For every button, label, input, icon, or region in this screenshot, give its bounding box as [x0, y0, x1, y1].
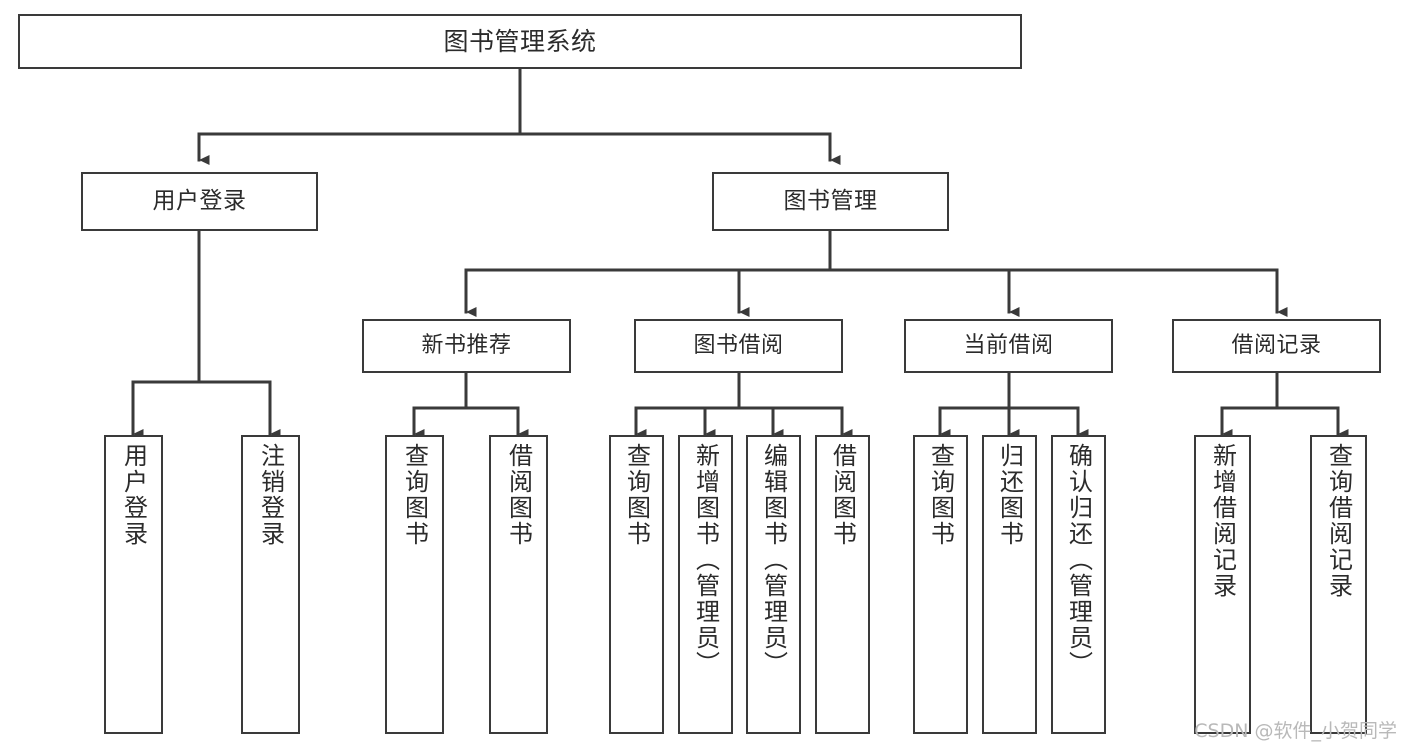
node-new-book-recommend-label: 新书推荐 [421, 332, 512, 358]
node-leaf-logout[interactable]: 注销登录 [241, 435, 300, 734]
node-leaf-return-book-label: 归还图书 [995, 443, 1024, 547]
node-leaf-return-book[interactable]: 归还图书 [982, 435, 1037, 734]
csdn-watermark: CSDN @软件_小贺同学 [1194, 720, 1397, 742]
node-leaf-query-book-1[interactable]: 查询图书 [385, 435, 444, 734]
node-leaf-borrow-book-1-label: 借阅图书 [504, 443, 533, 547]
node-new-book-recommend[interactable]: 新书推荐 [362, 319, 571, 373]
node-leaf-user-login[interactable]: 用户登录 [104, 435, 163, 734]
node-borrow-record[interactable]: 借阅记录 [1172, 319, 1381, 373]
node-leaf-query-record-label: 查询借阅记录 [1324, 443, 1353, 599]
node-leaf-query-book-1-label: 查询图书 [400, 443, 429, 547]
node-current-borrow-label: 当前借阅 [963, 332, 1054, 358]
node-leaf-add-record-label: 新增借阅记录 [1208, 443, 1237, 599]
node-leaf-query-book-3-label: 查询图书 [926, 443, 955, 547]
node-leaf-query-book-3[interactable]: 查询图书 [913, 435, 968, 734]
node-leaf-confirm-return-label: 确认归还（管理员） [1064, 443, 1093, 677]
node-leaf-confirm-return[interactable]: 确认归还（管理员） [1051, 435, 1106, 734]
node-leaf-edit-book-label: 编辑图书（管理员） [759, 443, 788, 677]
node-current-borrow[interactable]: 当前借阅 [904, 319, 1113, 373]
node-leaf-query-record[interactable]: 查询借阅记录 [1310, 435, 1367, 734]
node-root[interactable]: 图书管理系统 [18, 14, 1022, 69]
node-leaf-add-record[interactable]: 新增借阅记录 [1194, 435, 1251, 734]
node-leaf-add-book[interactable]: 新增图书（管理员） [678, 435, 733, 734]
node-leaf-user-login-label: 用户登录 [119, 443, 148, 547]
node-book-borrow-label: 图书借阅 [693, 332, 784, 358]
node-leaf-borrow-book-2-label: 借阅图书 [828, 443, 857, 547]
node-leaf-query-book-2[interactable]: 查询图书 [609, 435, 664, 734]
node-leaf-borrow-book-2[interactable]: 借阅图书 [815, 435, 870, 734]
node-leaf-edit-book[interactable]: 编辑图书（管理员） [746, 435, 801, 734]
node-leaf-logout-label: 注销登录 [256, 443, 285, 547]
node-book-manage-label: 图书管理 [783, 187, 878, 214]
node-user-login[interactable]: 用户登录 [81, 172, 318, 231]
node-root-label: 图书管理系统 [443, 26, 597, 56]
node-borrow-record-label: 借阅记录 [1231, 332, 1322, 358]
node-leaf-add-book-label: 新增图书（管理员） [691, 443, 720, 677]
node-leaf-query-book-2-label: 查询图书 [622, 443, 651, 547]
node-leaf-borrow-book-1[interactable]: 借阅图书 [489, 435, 548, 734]
node-book-borrow[interactable]: 图书借阅 [634, 319, 843, 373]
node-user-login-label: 用户登录 [152, 187, 247, 214]
node-book-manage[interactable]: 图书管理 [712, 172, 949, 231]
